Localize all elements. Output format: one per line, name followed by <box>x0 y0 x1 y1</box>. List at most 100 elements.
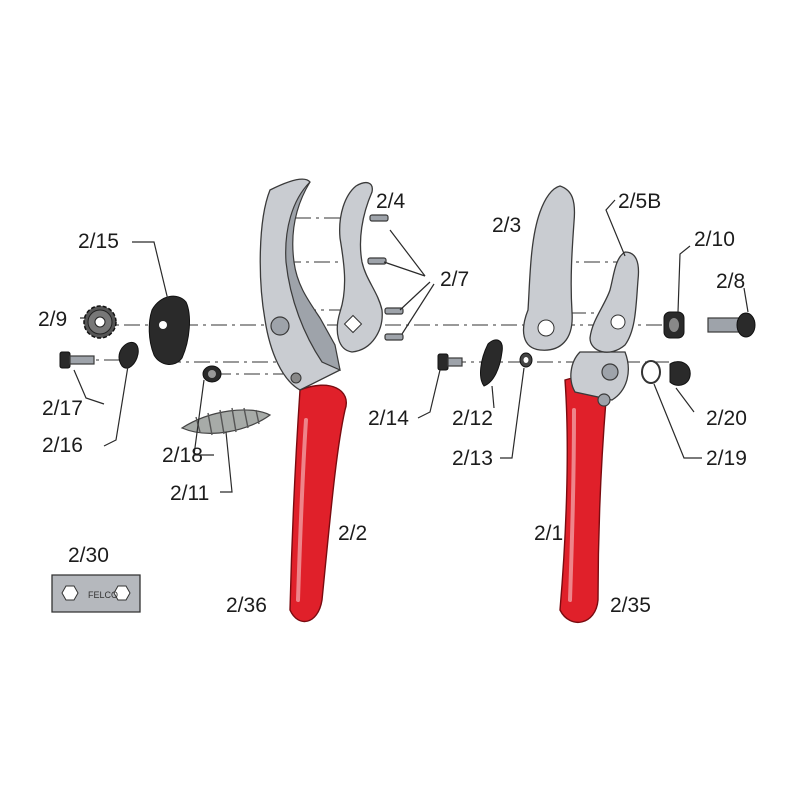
screw-thread <box>69 355 95 365</box>
logo-badge <box>290 372 302 384</box>
label-2-11: 2/11 <box>170 482 209 505</box>
spanner-hex-left <box>61 585 79 601</box>
leader-2-11 <box>220 431 233 493</box>
part-2-15-cover-plate <box>148 295 190 365</box>
cap-shape <box>669 361 691 386</box>
part-2-13-washer <box>519 352 533 368</box>
leader-2-18 <box>193 379 214 456</box>
label-2-36: 2/36 <box>226 594 267 617</box>
leader-2-13 <box>500 367 525 459</box>
part-2-30-spanner: FELCO <box>51 574 141 613</box>
rivet-3 <box>384 307 404 315</box>
part-2-14-screw <box>437 353 463 371</box>
washer-hole <box>523 357 529 363</box>
label-2-18: 2/18 <box>162 444 203 467</box>
screw-14-head <box>437 353 449 371</box>
bushing-hole <box>669 318 679 332</box>
spring-clip <box>118 341 139 369</box>
label-2-8: 2/8 <box>716 270 745 293</box>
rivet-4 <box>384 333 404 341</box>
leader-2-20 <box>675 387 695 413</box>
label-2-7: 2/7 <box>440 268 469 291</box>
label-2-30: 2/30 <box>68 544 109 567</box>
cover-plate-hole <box>159 321 167 329</box>
part-2-7-rivets <box>367 214 404 341</box>
leader-2-14 <box>417 369 441 419</box>
lower-handle-head <box>570 351 629 401</box>
leader-2-7c <box>399 281 431 311</box>
rivet-1 <box>369 214 389 222</box>
part-2-9-adjusting-gear <box>83 305 117 339</box>
label-2-10: 2/10 <box>694 228 735 251</box>
label-2-1: 2/1 <box>534 522 563 545</box>
anvil-hole <box>610 314 626 330</box>
label-2-2: 2/2 <box>338 522 367 545</box>
label-2-15: 2/15 <box>78 230 119 253</box>
leader-2-8 <box>743 287 749 313</box>
leader-2-19 <box>653 383 702 459</box>
handle-highlight <box>296 418 308 602</box>
part-2-8-bolt <box>707 312 756 338</box>
leader-2-15 <box>132 241 169 301</box>
part-labels: 2/15 2/9 2/17 2/16 2/18 2/11 2/4 2/7 2/2… <box>38 190 747 617</box>
spanner-hex-right <box>113 585 131 601</box>
red-handle-left <box>289 384 347 623</box>
part-2-12-latch <box>480 339 503 387</box>
leader-2-12 <box>491 385 495 409</box>
label-2-35: 2/35 <box>610 594 651 617</box>
part-2-20-cap <box>669 361 691 386</box>
part-2-16-spring <box>118 341 139 369</box>
label-2-16: 2/16 <box>42 434 83 457</box>
part-2-17-screw <box>59 351 95 369</box>
spanner-body <box>51 574 141 613</box>
part-2-5B-anvil <box>589 251 640 353</box>
cover-plate-shape <box>148 295 190 365</box>
lower-handle-pivot <box>601 363 619 381</box>
label-2-13: 2/13 <box>452 447 493 470</box>
ring-shape <box>641 360 661 384</box>
gear-hole <box>94 316 106 328</box>
part-2-19-ring <box>641 360 661 384</box>
anvil-shape <box>589 251 640 353</box>
latch-shape <box>480 339 503 387</box>
red-handle-right <box>559 376 608 623</box>
lower-handle-rivet <box>597 393 611 407</box>
screw-14-thread <box>447 357 463 367</box>
label-2-12: 2/12 <box>452 407 493 430</box>
bolt-head <box>736 312 756 338</box>
label-2-19: 2/19 <box>706 447 747 470</box>
part-2-2-upper-handle <box>259 178 347 623</box>
nut-center <box>208 370 216 378</box>
part-2-18-nut <box>202 365 222 383</box>
label-2-14: 2/14 <box>368 407 409 430</box>
blade-edge-shade <box>285 181 341 372</box>
label-2-5B: 2/5B <box>618 190 661 213</box>
part-2-4-anvil-blade <box>336 181 383 353</box>
part-2-1-lower-handle <box>559 351 629 623</box>
blade-pivot-hole <box>537 319 555 337</box>
label-2-4: 2/4 <box>376 190 406 213</box>
anvil-blade-shape <box>336 181 383 353</box>
label-2-3: 2/3 <box>492 214 521 237</box>
screw-head <box>59 351 71 369</box>
leader-2-10 <box>677 245 691 313</box>
pivot-hole <box>270 316 290 336</box>
label-2-9: 2/9 <box>38 308 67 331</box>
label-2-20: 2/20 <box>706 407 747 430</box>
leader-2-7a <box>389 229 426 277</box>
leader-2-17 <box>73 369 105 405</box>
leader-2-5B <box>605 199 626 257</box>
coil-spring-body <box>180 409 272 434</box>
square-hole <box>343 314 363 334</box>
leader-2-7d <box>401 283 435 335</box>
part-2-10-bushing <box>663 311 685 339</box>
part-2-11-coil-spring <box>180 407 272 436</box>
rivet-2 <box>367 257 387 265</box>
label-2-17: 2/17 <box>42 397 83 420</box>
leader-2-7b <box>383 261 426 277</box>
handle-highlight-right <box>568 408 576 602</box>
part-2-3-blade <box>522 185 576 351</box>
blade-shape <box>522 185 576 351</box>
